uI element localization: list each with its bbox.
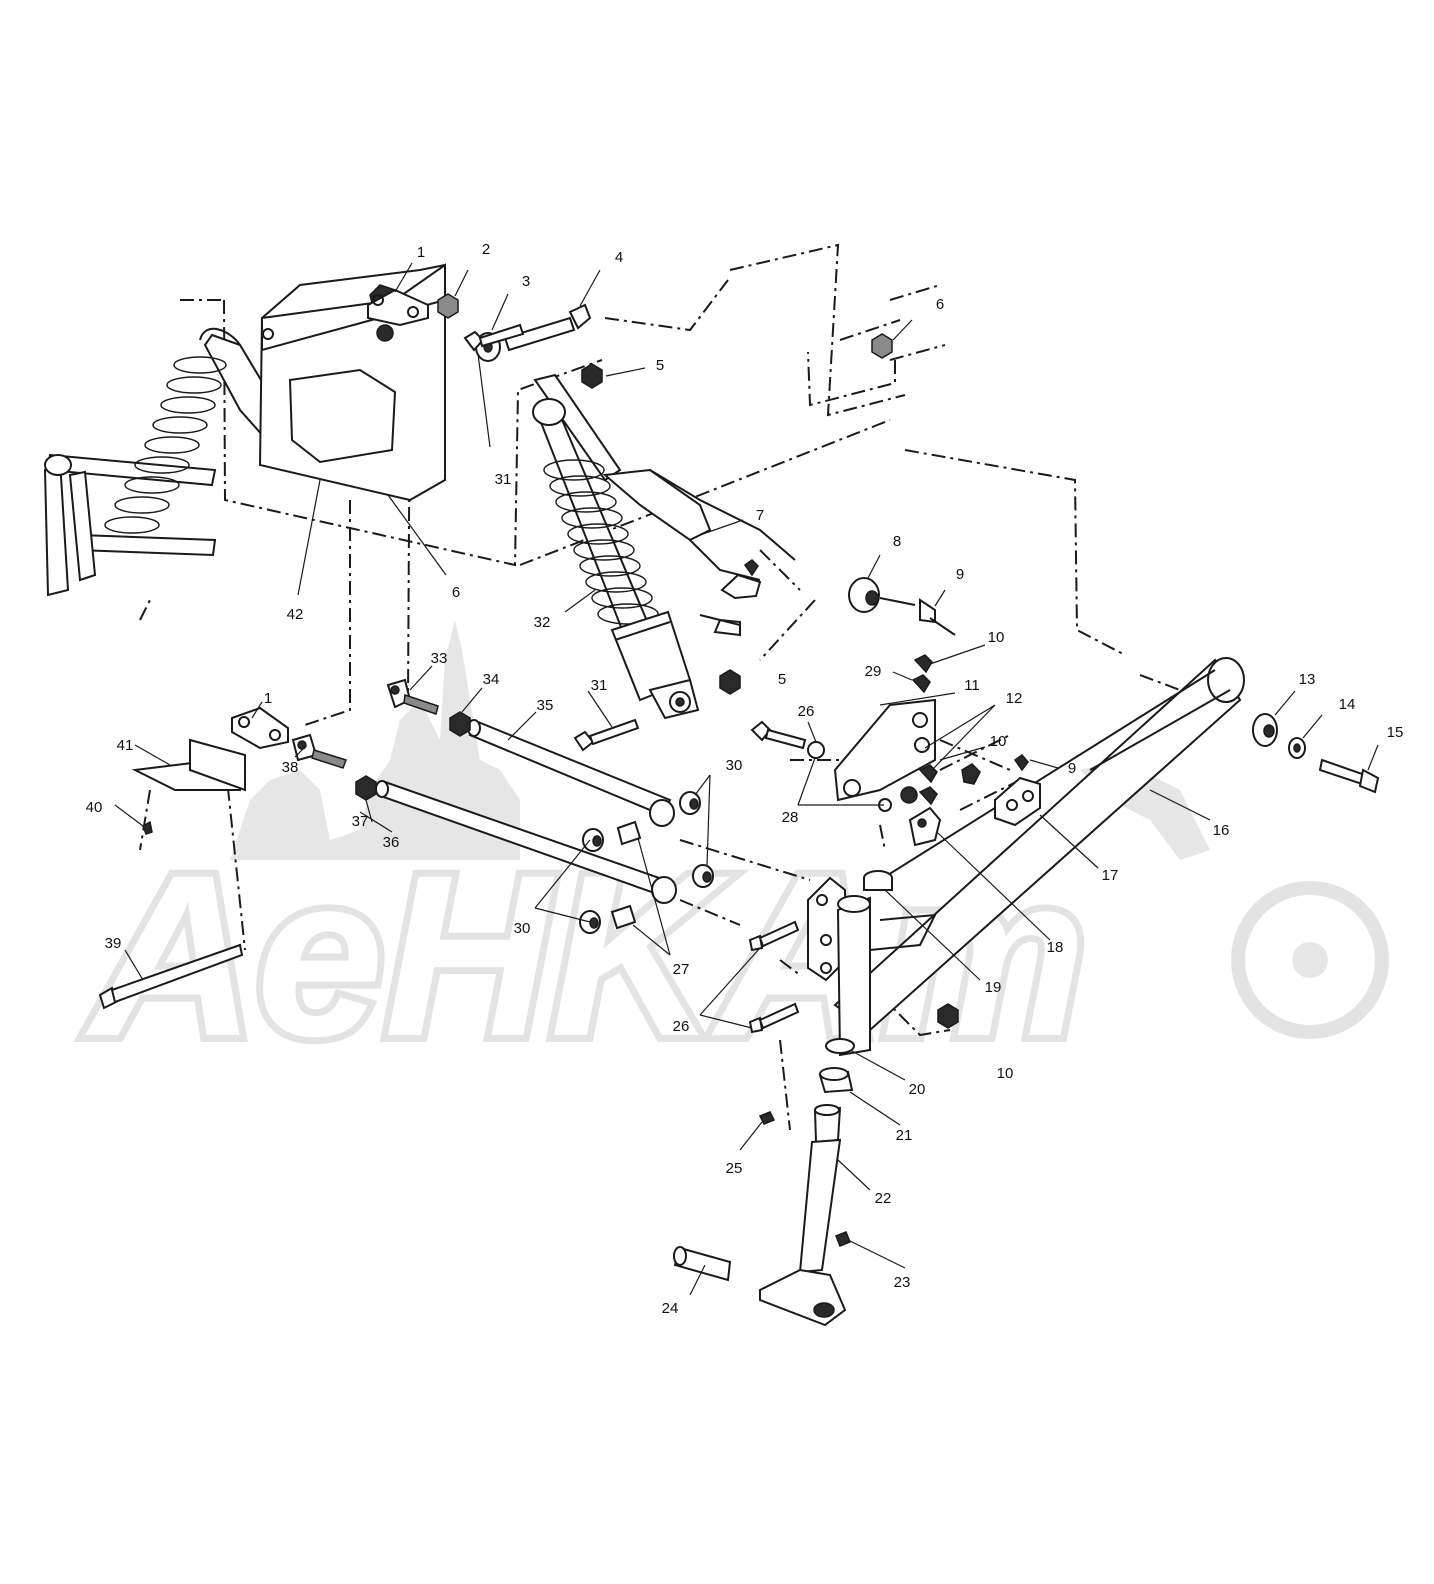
callout-32: 32 [534,614,551,631]
callout-10: 10 [988,629,1005,646]
callout-16: 16 [1213,822,1230,839]
callout-22: 22 [875,1190,892,1207]
callout-41: 41 [117,737,134,754]
callout-10: 10 [990,733,1007,750]
callout-23: 23 [894,1274,911,1291]
callout-25: 25 [726,1160,743,1177]
callout-37: 37 [352,813,369,830]
callout-21: 21 [896,1127,913,1144]
callout-6: 6 [936,296,944,313]
callout-20: 20 [909,1081,926,1098]
callout-36: 36 [383,834,400,851]
callout-26: 26 [798,703,815,720]
lower-plate-group [98,706,289,1010]
frame-outline [139,243,1181,1131]
callout-7: 7 [756,507,764,524]
callout-18: 18 [1047,939,1064,956]
callout-19: 19 [985,979,1002,996]
callout-15: 15 [1387,724,1404,741]
tie-plate-top [367,288,429,327]
callout-labels: 1 1 2 3 4 5 5 6 6 7 8 9 9 10 10 10 11 12… [86,241,1404,1317]
callout-31: 31 [495,471,512,488]
callout-8: 8 [893,533,901,550]
callout-35: 35 [537,697,554,714]
nuts [719,333,893,695]
upper-link [602,468,796,637]
shock-spring-coils [543,459,659,625]
callout-24: 24 [662,1300,679,1317]
callout-1: 1 [417,244,425,261]
callout-9: 9 [956,566,964,583]
top-hardware [437,293,603,389]
right-arm-hardware [1252,713,1380,794]
callout-31: 31 [591,677,608,694]
callout-14: 14 [1339,696,1356,713]
callout-38: 38 [282,759,299,776]
bolt-26-upper [750,720,825,759]
steering-bellcrank [833,654,938,812]
arm-brackets [908,753,1041,847]
callout-33: 33 [431,650,448,667]
bushing-and-stud [848,577,956,636]
callout-9: 9 [1068,760,1076,777]
spindle-housing [807,870,893,1094]
callout-42: 42 [287,606,304,623]
callout-5: 5 [656,357,664,374]
callout-28: 28 [782,809,799,826]
bolts-31 [463,323,640,752]
callout-10: 10 [997,1065,1014,1082]
left-shock-spring [104,356,227,534]
bushings-and-sleeves [579,791,714,934]
callout-40: 40 [86,799,103,816]
callout-12: 12 [1006,690,1023,707]
callout-4: 4 [615,249,623,266]
callout-17: 17 [1102,867,1119,884]
rod-ends [291,678,471,801]
callout-1: 1 [264,690,272,707]
callout-34: 34 [483,671,500,688]
callout-5: 5 [778,671,786,688]
callout-26: 26 [673,1018,690,1035]
callout-13: 13 [1299,671,1316,688]
callout-3: 3 [522,273,530,290]
callout-11: 11 [964,677,980,694]
callout-30: 30 [514,920,531,937]
callout-39: 39 [105,935,122,952]
ski-spindle [673,1104,851,1327]
callout-29: 29 [865,663,882,680]
callout-27: 27 [673,961,690,978]
nut-10-lower [937,1003,959,1029]
leader-lines [114,262,1379,1296]
callout-30: 30 [726,757,743,774]
shock-absorber [532,373,700,720]
bolts-26-lower [748,920,800,1034]
callout-2: 2 [482,241,490,258]
callout-6: 6 [452,584,460,601]
